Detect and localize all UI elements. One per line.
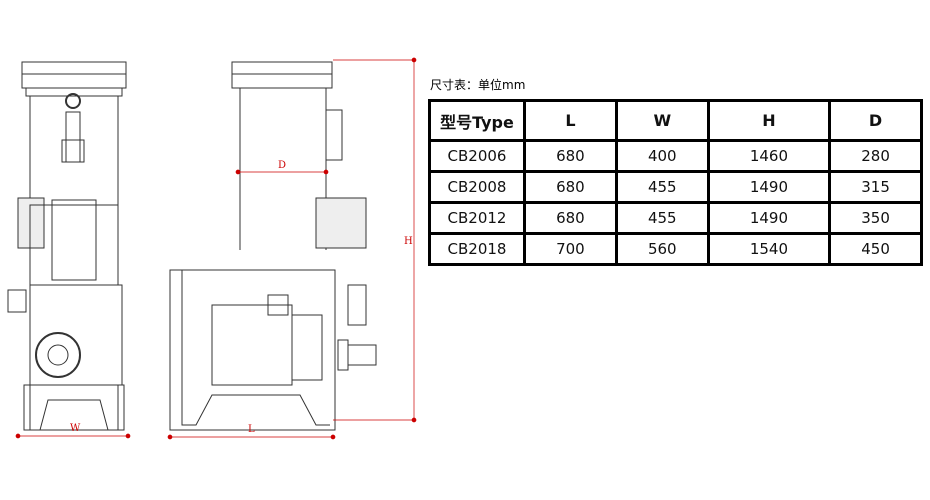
cell-type: CB2012 (431, 204, 523, 233)
dim-l-label: L (248, 424, 255, 435)
size-table-caption: 尺寸表：单位mm (430, 78, 526, 92)
dim-d-label: D (278, 160, 286, 171)
cell-l: 680 (526, 142, 615, 171)
cell-d: 315 (831, 173, 920, 202)
cell-w: 455 (617, 204, 707, 233)
cell-l: 680 (526, 204, 615, 233)
header-d: D (831, 102, 920, 140)
cell-type: CB2008 (431, 173, 523, 202)
cell-h: 1540 (709, 235, 829, 263)
dim-w-label: W (70, 423, 81, 434)
dim-h-label: H (404, 236, 413, 247)
cell-d: 350 (831, 204, 920, 233)
front-view (7, 61, 127, 431)
cell-type: CB2006 (431, 142, 523, 171)
header-w: W (617, 102, 707, 140)
header-h: H (709, 102, 829, 140)
cell-d: 280 (831, 142, 920, 171)
dimension-lines (15, 57, 417, 440)
header-l: L (526, 102, 615, 140)
cell-type: CB2018 (431, 235, 523, 263)
cell-w: 455 (617, 173, 707, 202)
cell-h: 1490 (709, 204, 829, 233)
table-header-row: 型号Type L W H D (431, 102, 920, 140)
cell-w: 560 (617, 235, 707, 263)
cell-l: 700 (526, 235, 615, 263)
cell-h: 1460 (709, 142, 829, 171)
cell-l: 680 (526, 173, 615, 202)
header-type: 型号Type (431, 102, 523, 140)
cell-d: 450 (831, 235, 920, 263)
cell-h: 1490 (709, 173, 829, 202)
side-view (169, 61, 377, 431)
cell-w: 400 (617, 142, 707, 171)
